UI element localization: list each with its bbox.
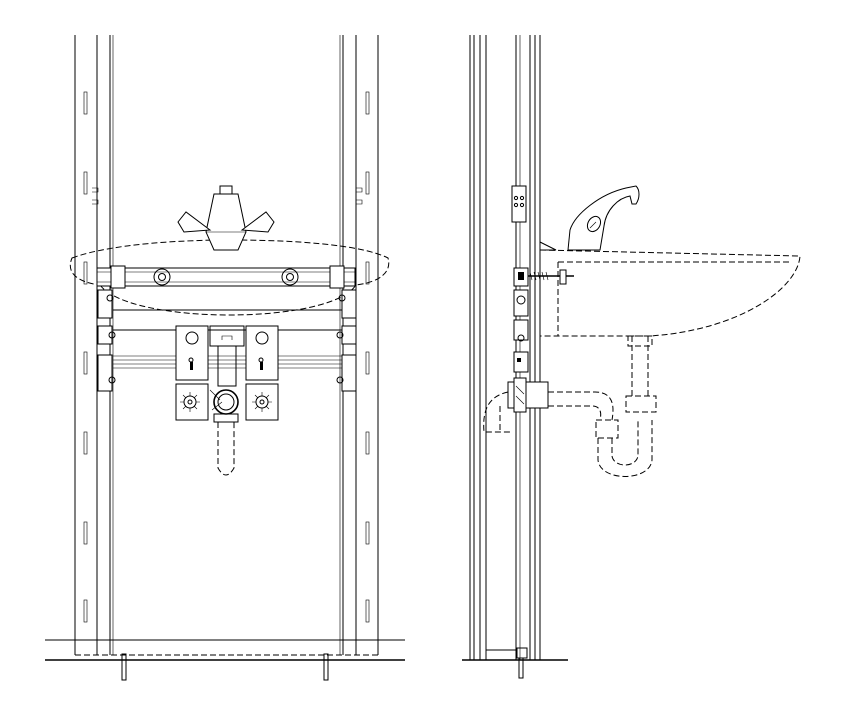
valve-box-right (245, 325, 279, 421)
top-crossbar (96, 265, 356, 289)
drain-trap-side (483, 335, 657, 477)
right-brackets (336, 289, 357, 392)
valve-box-left (175, 325, 209, 421)
faucet-side (567, 185, 640, 251)
front-anchors (121, 653, 329, 681)
washbasin-front (69, 239, 390, 316)
side-top-plate (511, 185, 527, 223)
washbasin-side (539, 241, 801, 337)
side-frame (469, 35, 541, 679)
mounting-rails (113, 309, 343, 369)
front-elevation (45, 35, 405, 681)
left-frame-post (74, 35, 114, 655)
side-bolt-assembly (513, 267, 574, 373)
left-brackets (97, 289, 116, 392)
side-elevation (462, 35, 801, 679)
right-frame-post (339, 35, 379, 655)
faucet-front (177, 185, 275, 251)
floor-line-front (45, 639, 405, 661)
drain-trap-front (209, 325, 245, 476)
